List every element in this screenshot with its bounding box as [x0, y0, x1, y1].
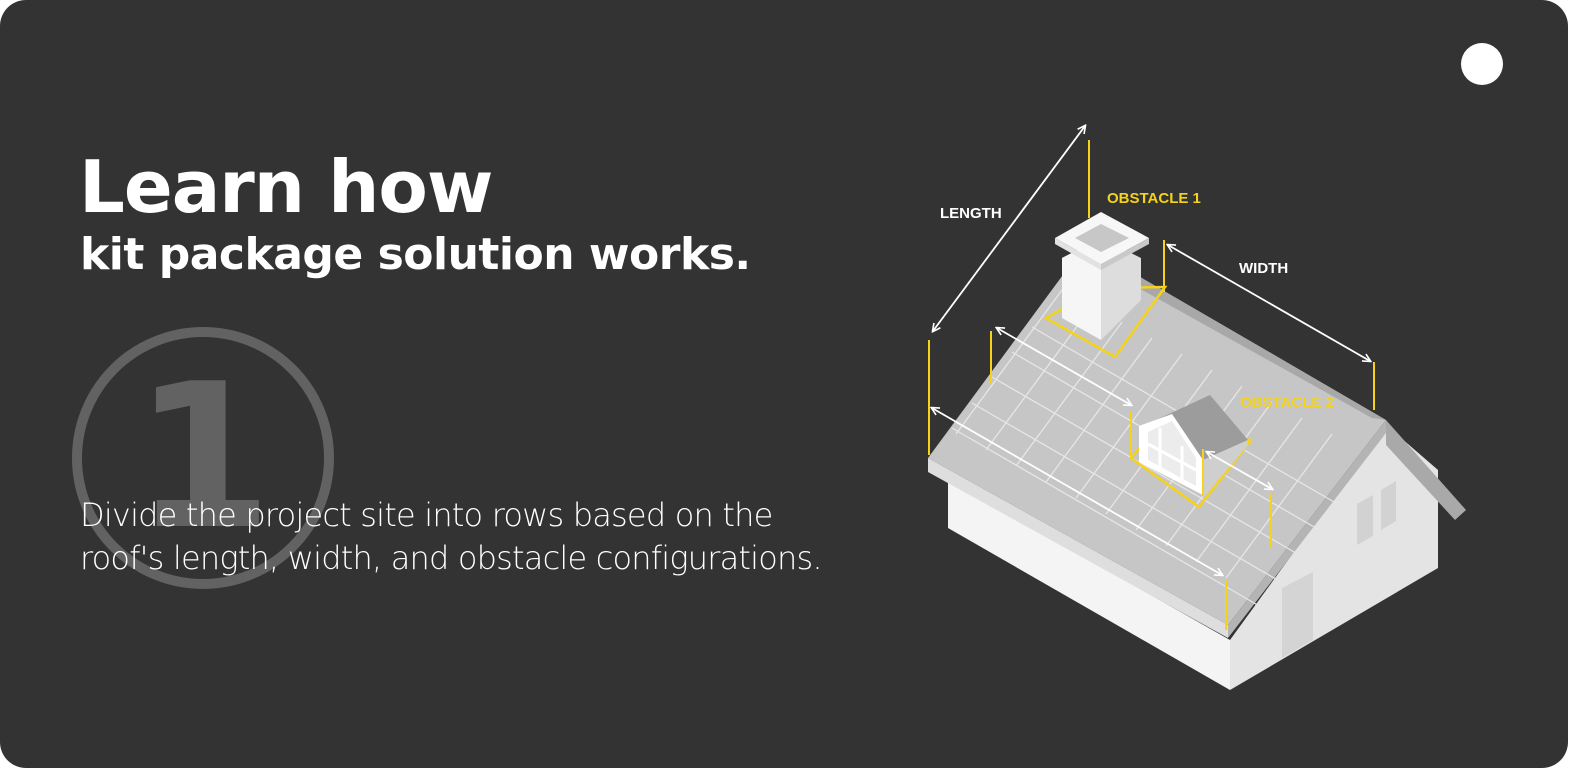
obstacle-2-label: OBSTACLE 2: [1240, 394, 1334, 411]
window-icon: [1357, 495, 1373, 545]
door-icon: [1282, 572, 1313, 658]
width-arrow: [1168, 245, 1370, 361]
window-icon: [1381, 481, 1396, 530]
dimension-arrows: [932, 126, 1370, 575]
obstacle-1-label: OBSTACLE 1: [1107, 190, 1201, 207]
row-arrow-top: [997, 328, 1131, 405]
length-label: LENGTH: [940, 205, 1002, 222]
step-description: Divide the project site into rows based …: [80, 494, 823, 580]
step-description-line2: roof's length, width, and obstacle confi…: [80, 539, 823, 577]
step-number: 1: [133, 341, 273, 574]
roof-illustration: LENGTH WIDTH OBSTACLE 1 OBSTACLE 2: [928, 110, 1466, 690]
info-card: 1 Learn how kit package solution works. …: [0, 0, 1568, 768]
length-arrow: [933, 126, 1085, 331]
obstacle-gap-arrow: [1207, 452, 1272, 489]
step-badge: 1: [72, 327, 334, 589]
width-label: WIDTH: [1239, 260, 1288, 277]
step-description-line1: Divide the project site into rows based …: [80, 496, 773, 534]
row-arrow-bottom: [932, 408, 1222, 575]
page-title: Learn how: [79, 145, 493, 229]
page-subtitle: kit package solution works.: [80, 229, 751, 280]
indicator-dot[interactable]: [1461, 43, 1503, 85]
